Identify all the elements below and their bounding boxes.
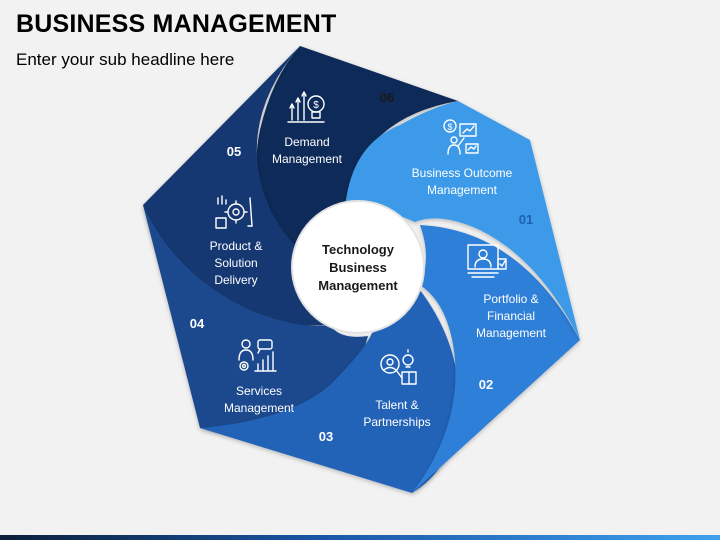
product-delivery-icon	[215, 195, 253, 229]
segment-05-label-line-2: Solution	[214, 256, 257, 270]
center-label-line-3: Management	[318, 278, 398, 293]
svg-text:$: $	[447, 122, 452, 132]
business-outcome-icon: $	[443, 119, 479, 155]
segment-05-label-line-1: Product &	[210, 239, 263, 253]
segment-04	[143, 205, 368, 438]
bottom-accent-bar	[0, 535, 720, 540]
page-title: BUSINESS MANAGEMENT	[16, 10, 337, 38]
segment-02-label-line-2: Financial	[487, 309, 535, 323]
segment-03-label-line-1: Talent &	[375, 398, 418, 412]
segment-03	[200, 290, 459, 493]
segment-06-label-line-1: Demand	[284, 135, 329, 149]
segment-03-number: 03	[319, 429, 333, 444]
segment-05-number: 05	[227, 144, 241, 159]
portfolio-icon	[467, 244, 507, 278]
segment-01	[345, 101, 580, 340]
segment-04-label-line-1: Services	[236, 384, 282, 398]
center-label-line-1: Technology	[322, 242, 395, 257]
center-label-line-2: Business	[329, 260, 387, 275]
services-icon	[238, 339, 277, 372]
segment-02-label-line-3: Management	[476, 326, 547, 340]
segment-06-number: 06	[380, 90, 394, 105]
demand-icon: $	[287, 91, 325, 123]
segment-02-label-line-1: Portfolio &	[483, 292, 538, 306]
segment-05	[143, 46, 330, 326]
segment-06	[256, 46, 458, 248]
segment-01-number: 01	[519, 212, 533, 227]
center-circle	[291, 200, 425, 334]
segment-05-label-line-3: Delivery	[214, 273, 257, 287]
segment-04-number: 04	[190, 316, 205, 331]
page-subtitle: Enter your sub headline here	[16, 50, 235, 69]
talent-icon	[380, 349, 417, 385]
svg-text:$: $	[313, 100, 319, 111]
segment-02	[412, 225, 580, 493]
segment-02-number: 02	[479, 377, 493, 392]
segment-01-label-line-2: Management	[427, 183, 498, 197]
segment-06-label-line-2: Management	[272, 152, 343, 166]
segment-01-label-line-1: Business Outcome	[412, 166, 513, 180]
segment-03-label-line-2: Partnerships	[363, 415, 430, 429]
segment-04-label-line-2: Management	[224, 401, 295, 415]
